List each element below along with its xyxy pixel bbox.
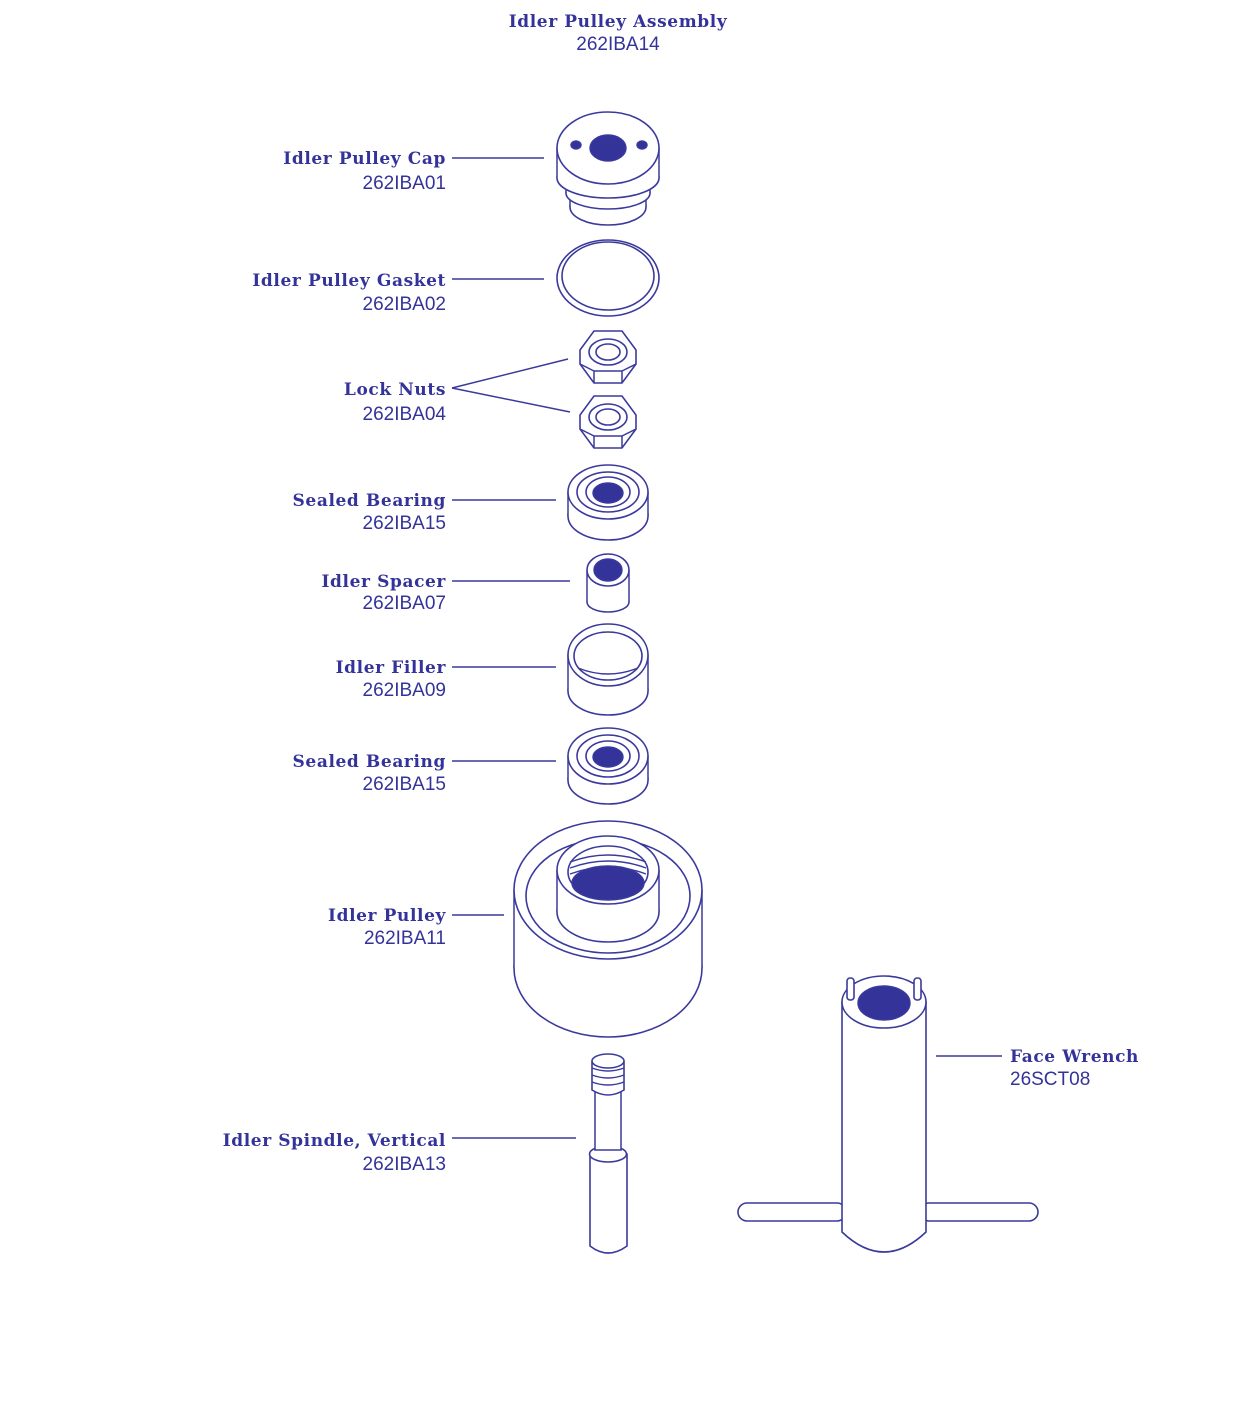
- label-face-wrench: Face Wrench 26SCT08: [936, 1047, 1139, 1090]
- part-code: 262IBA02: [363, 294, 446, 315]
- sealed-bearing-bottom-drawing: [567, 727, 649, 805]
- part-name: Sealed Bearing: [293, 491, 446, 511]
- part-name: Idler Pulley Gasket: [252, 271, 446, 291]
- label-sealed-bearing-bottom: Sealed Bearing 262IBA15: [293, 752, 556, 795]
- label-pulley: Idler Pulley 262IBA11: [328, 906, 504, 949]
- part-code: 262IBA01: [363, 173, 446, 194]
- part-name: Sealed Bearing: [293, 752, 446, 772]
- part-code: 262IBA15: [363, 513, 446, 534]
- part-code: 262IBA15: [363, 774, 446, 795]
- part-name: Idler Pulley Cap: [283, 149, 446, 169]
- part-name: Idler Filler: [336, 658, 447, 678]
- idler-pulley-drawing: [513, 820, 703, 1038]
- label-cap: Idler Pulley Cap 262IBA01: [283, 149, 544, 194]
- part-code: 262IBA07: [363, 593, 446, 614]
- part-code: 262IBA11: [364, 928, 446, 949]
- idler-pulley-cap-drawing: [556, 111, 660, 226]
- label-lock-nuts: Lock Nuts 262IBA04: [344, 358, 571, 425]
- part-name: Idler Spacer: [322, 572, 447, 592]
- leader-line-upper: [451, 358, 569, 389]
- part-code: 26SCT08: [1010, 1069, 1090, 1090]
- label-spindle: Idler Spindle, Vertical 262IBA13: [223, 1131, 576, 1175]
- idler-spacer-drawing: [586, 553, 630, 613]
- lock-nut-upper-drawing: [579, 330, 637, 384]
- wrench-handle-right: [919, 1202, 1039, 1222]
- label-gasket: Idler Pulley Gasket 262IBA02: [252, 271, 544, 315]
- lock-nut-lower-drawing: [579, 395, 637, 449]
- part-name: Lock Nuts: [344, 380, 446, 400]
- label-filler: Idler Filler 262IBA09: [336, 658, 556, 701]
- wrench-pin-left: [846, 977, 855, 1001]
- label-spacer: Idler Spacer 262IBA07: [322, 572, 570, 614]
- assembly-name: Idler Pulley Assembly: [509, 12, 728, 32]
- part-name: Face Wrench: [1010, 1047, 1139, 1067]
- wrench-shaft: [841, 1001, 927, 1253]
- wrench-handle-left: [737, 1202, 847, 1222]
- part-code: 262IBA04: [363, 404, 447, 425]
- wrench-pin-right: [913, 977, 922, 1001]
- idler-spindle-drawing: [588, 1053, 628, 1254]
- idler-filler-drawing: [567, 623, 649, 716]
- face-wrench-drawing: [737, 975, 1039, 1253]
- part-code: 262IBA13: [363, 1154, 446, 1175]
- leader-line-lower: [451, 387, 571, 413]
- assembly-code: 262IBA14: [576, 34, 660, 55]
- part-name: Idler Spindle, Vertical: [223, 1131, 446, 1151]
- idler-pulley-gasket-drawing: [556, 239, 660, 317]
- part-code: 262IBA09: [363, 680, 446, 701]
- label-sealed-bearing-top: Sealed Bearing 262IBA15: [293, 491, 556, 534]
- sealed-bearing-top-drawing: [567, 464, 649, 541]
- part-name: Idler Pulley: [328, 906, 446, 926]
